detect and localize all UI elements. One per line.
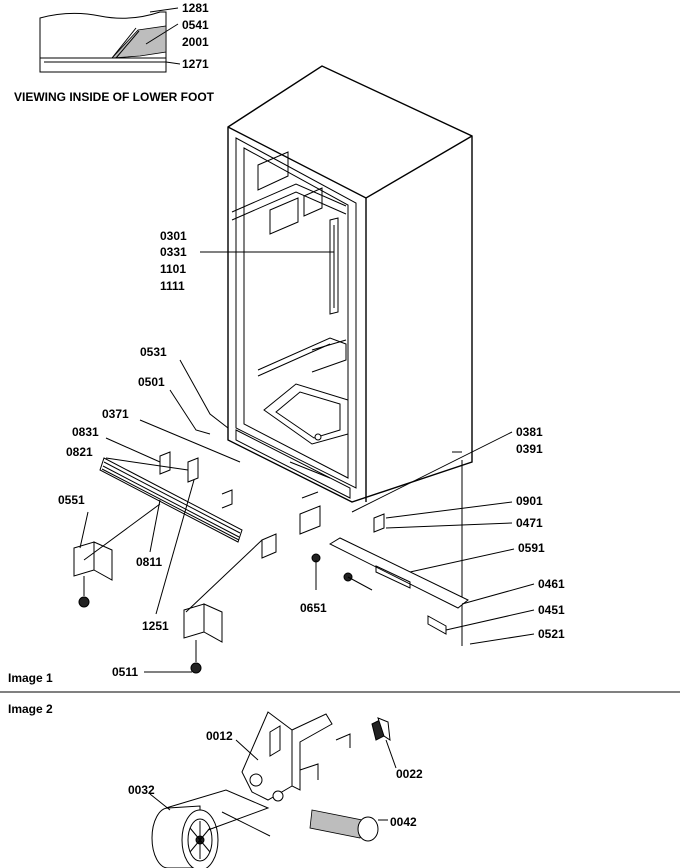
labels-image2: Image 2 0012 0022 0032 0042 [8, 702, 423, 829]
cabinet [227, 65, 473, 646]
label-0371: 0371 [102, 407, 129, 421]
inset-title: VIEWING INSIDE OF LOWER FOOT [14, 90, 215, 104]
label-0821: 0821 [66, 445, 93, 459]
inset-label-0541: 0541 [182, 18, 209, 32]
leveler-bar [328, 537, 469, 635]
caption-image1: Image 1 [8, 671, 53, 685]
caption-image2: Image 2 [8, 702, 53, 716]
labels-image1: 0301 0331 1101 1111 0531 0501 0371 0831 … [8, 229, 565, 685]
label-0831: 0831 [72, 425, 99, 439]
label-1251: 1251 [142, 619, 169, 633]
label-0591: 0591 [518, 541, 545, 555]
label-0012: 0012 [206, 729, 233, 743]
label-0331: 0331 [160, 245, 187, 259]
label-0531: 0531 [140, 345, 167, 359]
label-0521: 0521 [538, 627, 565, 641]
label-0901: 0901 [516, 494, 543, 508]
roller-assembly [151, 711, 391, 868]
label-0301: 0301 [160, 229, 187, 243]
brackets [159, 451, 385, 563]
label-0461: 0461 [538, 577, 565, 591]
inset-label-1281: 1281 [182, 1, 209, 15]
label-1101: 1101 [160, 262, 186, 276]
label-0511: 0511 [112, 665, 138, 679]
grille [99, 457, 243, 543]
label-0551: 0551 [58, 493, 85, 507]
inset-label-1271: 1271 [182, 57, 209, 71]
label-0042: 0042 [390, 815, 417, 829]
hinge-right [183, 603, 223, 674]
lower-foot-inset: 1281 0541 2001 1271 VIEWING INSIDE OF LO… [14, 1, 215, 104]
label-0501: 0501 [138, 375, 165, 389]
label-0022: 0022 [396, 767, 423, 781]
hinge-left [73, 541, 113, 608]
inset-label-2001: 2001 [182, 35, 209, 49]
label-0651: 0651 [300, 601, 327, 615]
label-0032: 0032 [128, 783, 155, 797]
label-0471: 0471 [516, 516, 543, 530]
leader-lines-image1 [79, 251, 535, 673]
leader-lines-image2 [149, 739, 397, 821]
label-0381: 0381 [516, 425, 543, 439]
label-0451: 0451 [538, 603, 565, 617]
label-0811: 0811 [136, 555, 162, 569]
label-1111: 1111 [160, 279, 185, 293]
label-0391: 0391 [516, 442, 543, 456]
